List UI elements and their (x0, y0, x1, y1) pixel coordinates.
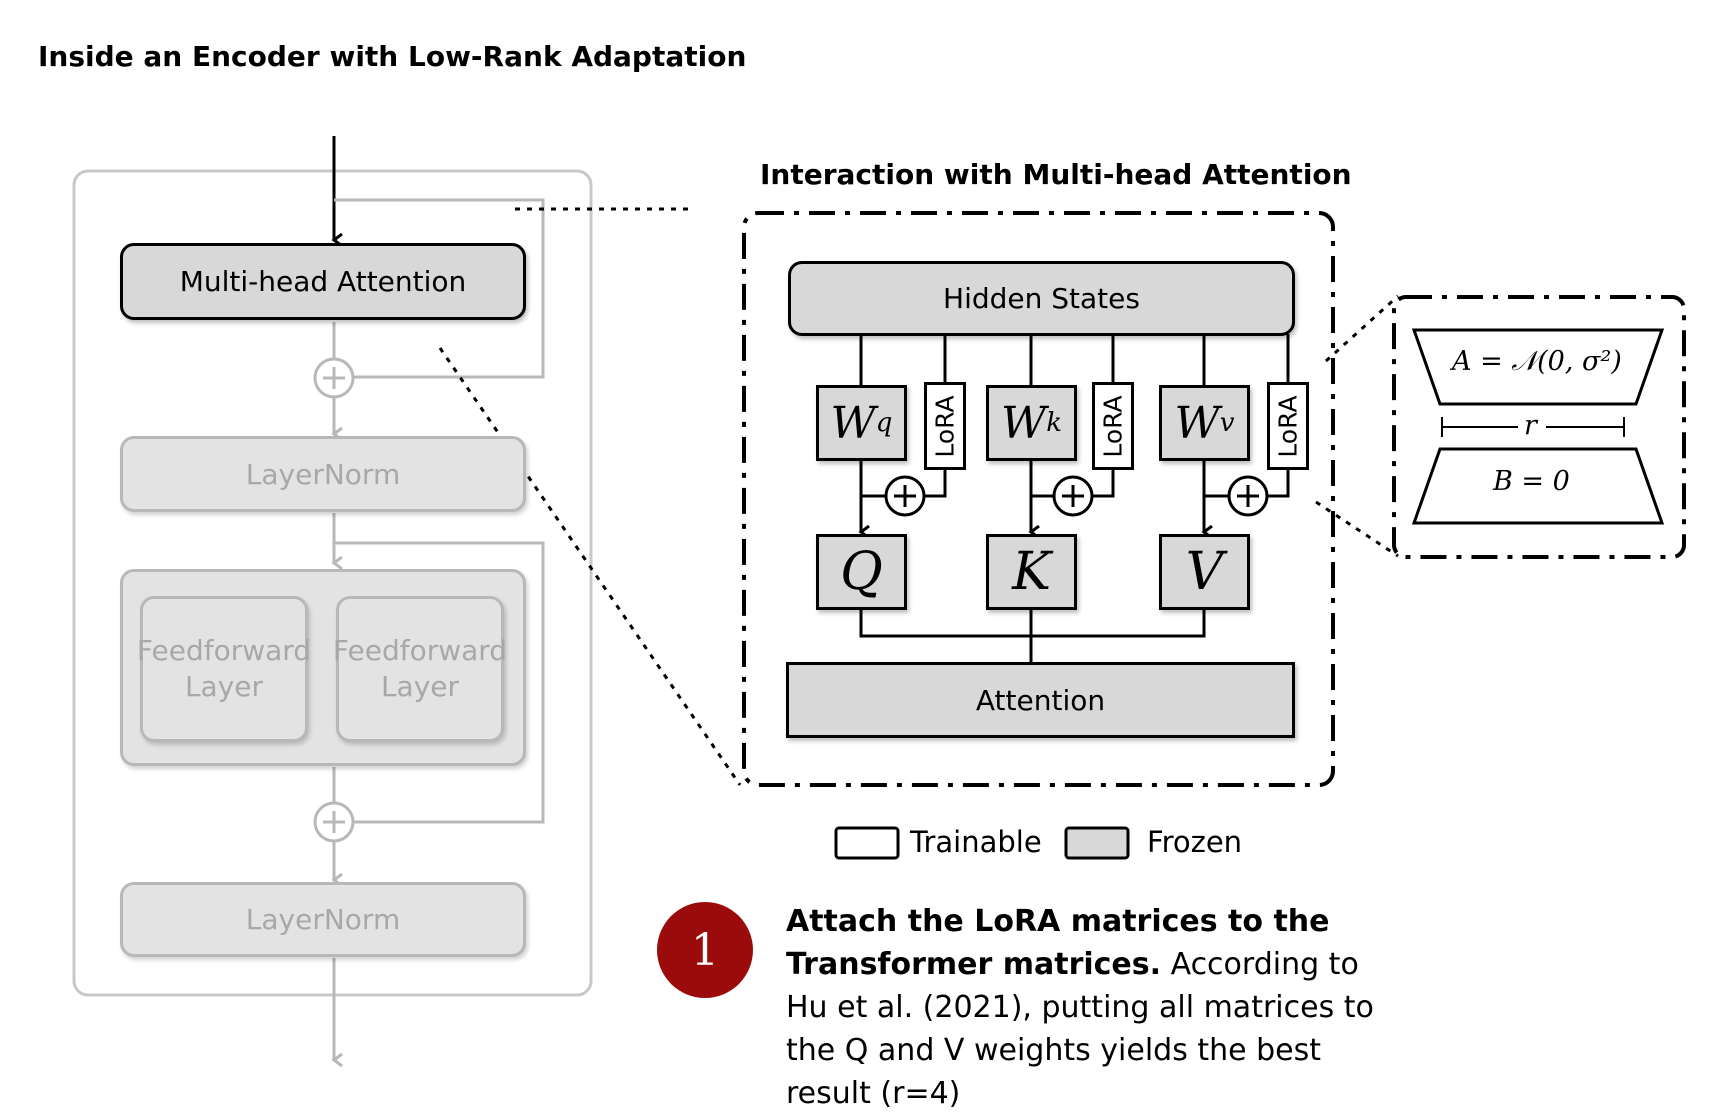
step-note: Attach the LoRA matrices to the Transfor… (786, 900, 1406, 1115)
lora-q-label: LoRA (930, 394, 960, 458)
lora-k-block: LoRA (1092, 382, 1134, 470)
lora-k-label: LoRA (1098, 394, 1128, 458)
q-matrix-label: Q (840, 542, 883, 602)
layernorm-block-1: LayerNorm (120, 436, 526, 512)
attention-block: Attention (786, 662, 1295, 738)
k-matrix-label: K (1012, 542, 1051, 602)
weight-k-symbol: W (1001, 397, 1047, 449)
weight-q-subscript: q (875, 408, 893, 438)
feedforward-label-2a: Feedforward (332, 634, 508, 667)
attention-panel-title: Interaction with Multi-head Attention (760, 158, 1352, 191)
matrix-b-label: B = 0 (1493, 466, 1570, 497)
step-number-badge: 1 (657, 902, 753, 998)
weight-v-symbol: W (1174, 397, 1220, 449)
layernorm-block-2: LayerNorm (120, 882, 526, 957)
v-matrix-block: V (1159, 534, 1250, 610)
q-matrix-block: Q (816, 534, 907, 610)
lora-v-block: LoRA (1267, 382, 1309, 470)
step-note-heading: Attach the LoRA matrices to the Transfor… (786, 904, 1330, 982)
weight-k-subscript: k (1046, 408, 1062, 438)
lora-q-block: LoRA (924, 382, 966, 470)
v-matrix-label: V (1185, 542, 1224, 602)
attention-label: Attention (975, 683, 1106, 717)
rank-r-label: r (1524, 410, 1537, 441)
multihead-attention-label: Multi-head Attention (179, 265, 467, 298)
hidden-states-label: Hidden States (943, 282, 1140, 315)
layernorm-label-2: LayerNorm (245, 903, 401, 936)
multihead-attention-block: Multi-head Attention (120, 243, 526, 320)
feedforward-label-2b: Layer (380, 670, 460, 703)
step-number: 1 (691, 924, 719, 976)
feedforward-layer-1: Feedforward Layer (136, 596, 312, 742)
hidden-states-block: Hidden States (788, 261, 1295, 336)
feedforward-layer-2: Feedforward Layer (332, 596, 508, 742)
legend-trainable-label: Trainable (910, 825, 1042, 859)
lora-v-label: LoRA (1273, 394, 1303, 458)
weight-q-symbol: W (830, 397, 876, 449)
weight-v-subscript: v (1219, 408, 1235, 438)
matrix-a-label: A = 𝒩(0, σ²) (1452, 346, 1622, 377)
k-matrix-block: K (986, 534, 1077, 610)
layernorm-label-1: LayerNorm (245, 457, 401, 491)
step-note-text: According to Hu et al. (2021), putting a… (786, 947, 1374, 1111)
page-title: Inside an Encoder with Low-Rank Adaptati… (38, 40, 747, 73)
legend-frozen-label: Frozen (1147, 825, 1243, 859)
feedforward-label-1b: Layer (184, 670, 264, 703)
feedforward-label-1a: Feedforward (136, 634, 312, 667)
